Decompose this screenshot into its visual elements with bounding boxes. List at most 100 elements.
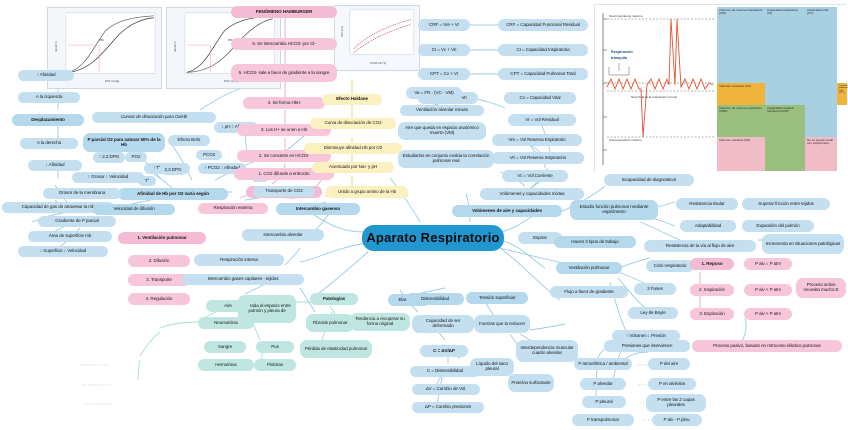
node-c-distensibilidad[interactable]: C = Distensibilidad [410, 366, 480, 377]
node-fibrosis[interactable]: Fibrosis pulmonar [306, 314, 354, 332]
node-respiracion-externa[interactable]: Respiración externa [198, 203, 268, 214]
node-p-pleural[interactable]: P pleural [582, 396, 626, 408]
node-fase-espiracion[interactable]: 3. Espiración [690, 308, 734, 320]
node-hamburger-step1[interactable]: 1. CO2 difunde a eritrocito [234, 168, 334, 180]
node-def-vr[interactable]: Vr = Vol Residual [508, 114, 576, 126]
node-def-crf[interactable]: CRF = Capacidad Funcional Residual [498, 19, 588, 31]
node-efecto-bohr[interactable]: Efecto Bohr [168, 135, 210, 146]
node-fase-reposo[interactable]: 1. Reposo [690, 258, 734, 270]
node-intercambio-gaseoso[interactable]: Intercambio gaseoso [276, 203, 360, 215]
node-flujo-gradiente[interactable]: Flujo a favor de gradiente [550, 286, 628, 298]
node-acentuado-na[interactable]: Acentuado por Na+ y pH [312, 162, 394, 173]
node-distensibilidad[interactable]: Distensibilidad [406, 293, 464, 305]
node-delta-v[interactable]: ΔV = Cambio de Vol. [412, 384, 480, 395]
node-formula-crf[interactable]: CRF = Vre + Vr [418, 19, 470, 31]
node-adaptabilidad[interactable]: Adaptabilidad [680, 220, 736, 232]
node-tendencia-forma[interactable]: Tendencia a recuperar su forma original [350, 313, 410, 331]
node-def-ci[interactable]: CI = Capacidad Inspiratoria [498, 44, 588, 56]
node-p-alv-menos-pleu[interactable]: P alv - P pleu. [652, 414, 702, 426]
node-area-superficie[interactable]: Área de superficie mb [28, 231, 112, 242]
node-p-capas-pleurales[interactable]: P entre las 2 capas pleurales [646, 394, 706, 412]
node-intercambio-alveolar[interactable]: Intercambio alveolar [242, 229, 324, 241]
node-capacidad-gas[interactable]: Capacidad de gas de atravesar la mb [2, 202, 114, 213]
node-disminuye-afinidad[interactable]: Disminuye afinidad Hb por O2 [304, 143, 402, 154]
node-incapacidad-diagnosticar[interactable]: Incapacidad de diagnosticar [604, 174, 694, 186]
node-proceso-2[interactable]: 2. Difusión [128, 255, 190, 267]
node-a-la-izquierda[interactable]: A la izquierda [18, 92, 80, 103]
node-p-alveolar[interactable]: P alveolar [580, 378, 626, 390]
node-temperatura[interactable]: T° [138, 176, 156, 186]
node-hamburger-step6[interactable]: 6. Se intercambia HCO3- por Cl- [231, 38, 337, 50]
node-curvas-disociacion[interactable]: Curvas de disociación para OxiHb [92, 112, 216, 123]
central-node[interactable]: Aparato Respiratorio [362, 225, 504, 251]
node-def-cpt[interactable]: CPT = Capacidad Pulmonar Total [498, 68, 588, 80]
node-ventilacion-alveolar[interactable]: Ventilación alveolar minuto [400, 105, 484, 116]
node-sangre[interactable]: Sangre [204, 341, 246, 353]
node-piotorax[interactable]: Piotórax [254, 359, 296, 371]
node-volumenes-capacidades[interactable]: Volúmenes de aire y capacidades [452, 205, 562, 217]
node-po2[interactable]: PO2 [125, 152, 147, 162]
node-espirar[interactable]: Espirar [518, 232, 562, 244]
node-incrementa-patologicas[interactable]: Incrementa en situaciones patológicas [762, 234, 844, 254]
node-estudio-espirometro[interactable]: Estudio función pulmonar mediante espiró… [570, 200, 658, 220]
node-intercambio-capilares[interactable]: Intercambio gases capilares - tejidos [182, 274, 304, 285]
node-fuerzas-reducen[interactable]: Fuerzas que la reducen [474, 315, 530, 333]
node-proceso-activo[interactable]: Proceso activo necesita mucho E [796, 278, 846, 298]
node-velocidad-difusion[interactable]: Velocidad de difusión [93, 204, 175, 215]
node-def-vre[interactable]: Vre = Vol Reserva Espiratorio [492, 134, 582, 146]
node-ciclo-respiratorio[interactable]: Ciclo respiratorio [646, 260, 694, 272]
node-tres-fases[interactable]: 3 Fases [634, 283, 676, 295]
node-def-cv[interactable]: Cv = Capacidad Vital [504, 92, 576, 104]
node-curva-disociacion-co2[interactable]: Curva de disociación de CO2 [310, 118, 396, 129]
node-p-parcial-o2[interactable]: P parcial O2 para saturar 50% de la Hb [83, 133, 165, 152]
node-fenomeno-hamburger[interactable]: FENÓMENO HAMBURGER [231, 6, 337, 18]
node-pco2[interactable]: PCO2 [196, 150, 222, 160]
node-resistencia-tisular[interactable]: Resistencia tisular [676, 198, 738, 210]
node-estudio-conjunto[interactable]: Estudiarlos en conjunto evalúa la correl… [398, 150, 494, 168]
node-tension-superficial[interactable]: Tensión superficial [466, 292, 528, 304]
node-interdependencia[interactable]: Interdependencia muscular cuadro alveola… [516, 340, 578, 362]
node-proceso-3[interactable]: 3. Transporte [128, 274, 190, 286]
node-gradiente-p[interactable]: Gradiente de P parcial [38, 216, 116, 227]
node-presion-inspiracion[interactable]: P alv < P atm [744, 284, 792, 296]
node-proceso-4[interactable]: 4. Regulación [128, 293, 190, 305]
node-superar-friccion[interactable]: Superar fricción entre tejidos [742, 198, 830, 210]
node-volumenes-mixtas[interactable]: Volúmenes y capacidades mixtas [480, 188, 584, 200]
node-ley-boyle[interactable]: Ley de Boyle [628, 307, 678, 319]
node-p-atmosferica[interactable]: P atmosférica / ambiental [574, 358, 632, 370]
node-p-del-aire[interactable]: P del aire [648, 358, 690, 370]
node-hamburger-step3[interactable]: 3. Los H+ se unen a Hb [237, 124, 331, 136]
node-capacidad-deformado[interactable]: Capacidad de ser deformado [412, 315, 474, 333]
node-transporte-co2[interactable]: Transporte de CO2 [253, 186, 315, 197]
node-liquido-pleural[interactable]: Líquido del saco pleural [470, 358, 514, 376]
node-delta-p[interactable]: ΔP = Cambio presiones [412, 402, 484, 413]
node-ventilacion-pulmonar[interactable]: Ventilación pulmonar [556, 262, 622, 274]
node-neumotorax[interactable]: Neumotórax [198, 317, 254, 329]
node-hpj[interactable]: ↑ 2,3 DPG [93, 152, 125, 163]
node-formula-ci[interactable]: CI = Vc + Vri [418, 44, 470, 56]
node-pus[interactable]: Pus [256, 341, 294, 353]
node-a-la-derecha[interactable]: A la derecha [20, 138, 78, 149]
node-formula-cpt[interactable]: CPT = Cv + Vr [418, 68, 470, 80]
node-def-vc[interactable]: Vc = Vol Corriente [502, 170, 568, 182]
node-proceso-pasivo[interactable]: Proceso pasivo, basado en retroceso elás… [692, 340, 842, 352]
node-hamburger-step4[interactable]: 4. Se forma HbH [243, 97, 325, 109]
node-patologias[interactable]: Patologías [310, 293, 358, 305]
node-p-transpulmonar[interactable]: P transpulmonar [572, 414, 634, 426]
node-fase-inspiracion[interactable]: 2. Inspiración [690, 284, 734, 296]
node-unido-grupo-amino[interactable]: Unido a grupo amino de la Hb [326, 186, 408, 198]
node-hemotorax[interactable]: Hemotórax [198, 359, 254, 371]
node-afinidad-down[interactable]: ↓ Afinidad [28, 160, 82, 171]
node-perdida-elasticidad[interactable]: Pérdida de elasticidad pulmonar [300, 340, 372, 358]
node-afinidad-hb-o2[interactable]: Afinidad de Hb por O2 varía según [118, 188, 228, 200]
node-p-en-alveolos[interactable]: P en alvéolos [648, 378, 696, 390]
node-desplazamiento[interactable]: Desplazamiento [12, 114, 84, 126]
node-respiracion-interna[interactable]: Respiración interna [194, 254, 284, 266]
node-presion-espiracion[interactable]: P alv > P atm [744, 308, 792, 320]
node-aire[interactable]: Aire [206, 300, 250, 312]
node-expansion-pulmon[interactable]: Expansión del pulmón [742, 220, 814, 232]
node-espacio-muerto[interactable]: Aire que queda en espacio anatómico muer… [398, 122, 486, 140]
node-volumen-presion[interactable]: ↑ Volumen ↓ Presión [612, 330, 680, 342]
node-dpg[interactable]: 2,3 DPG [160, 165, 186, 175]
node-presiones-intervienen[interactable]: Presiones que intervienen [604, 340, 690, 352]
